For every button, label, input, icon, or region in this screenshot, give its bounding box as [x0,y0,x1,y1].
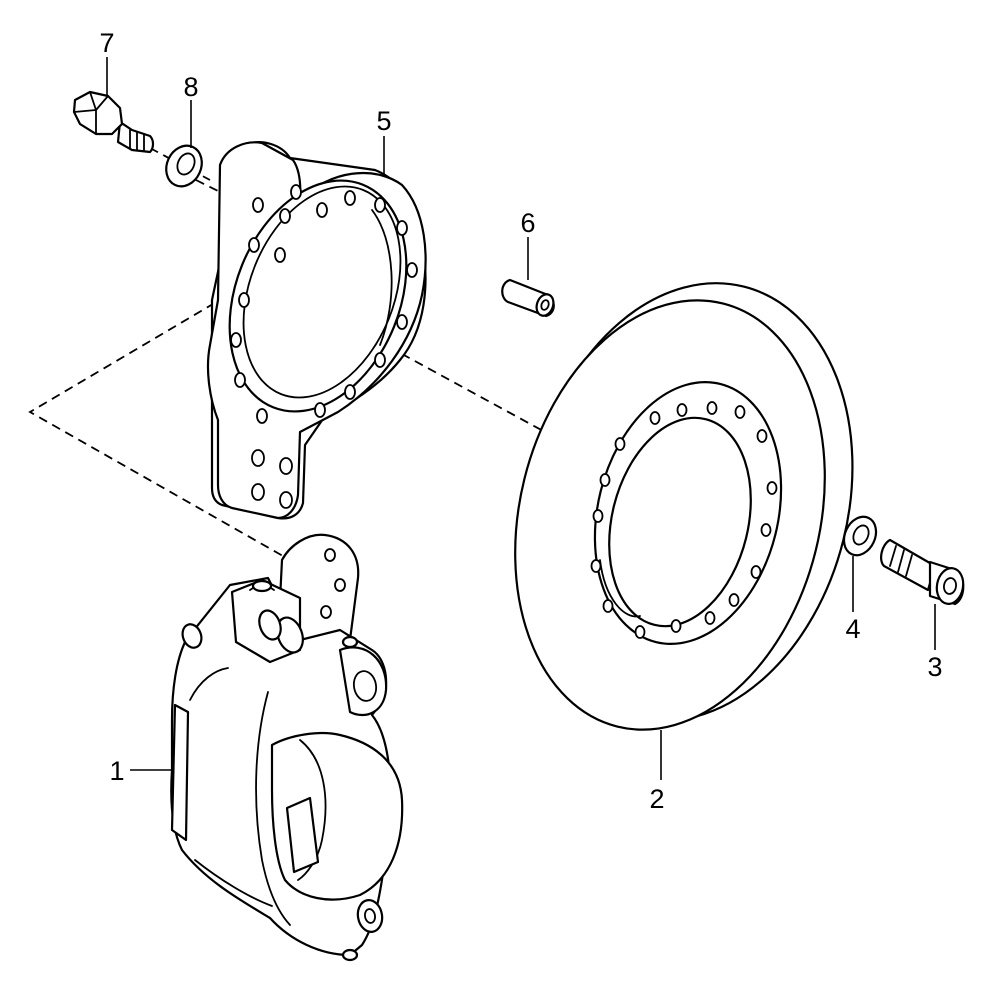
socket-head-bolt [880,538,965,606]
brake-caliper [170,533,404,962]
callout-6: 6 [520,208,535,238]
dowel-pin [501,278,555,318]
callout-5: 5 [376,106,391,136]
caliper-bracket [206,141,427,520]
washer-right [842,515,878,557]
brake-disc [514,282,854,731]
callout-1: 1 [109,756,124,786]
callout-leaders [106,57,936,780]
callout-labels: 1 2 3 4 5 6 7 8 [99,28,942,814]
callout-7: 7 [99,28,114,58]
disc-bolt-holes [590,401,778,639]
bracket-bolt-holes [230,184,418,509]
washer-top [165,144,203,188]
callout-3: 3 [927,652,942,682]
callout-2: 2 [649,784,664,814]
hex-bolt [72,90,155,154]
callout-8: 8 [183,72,198,102]
callout-4: 4 [845,614,860,644]
